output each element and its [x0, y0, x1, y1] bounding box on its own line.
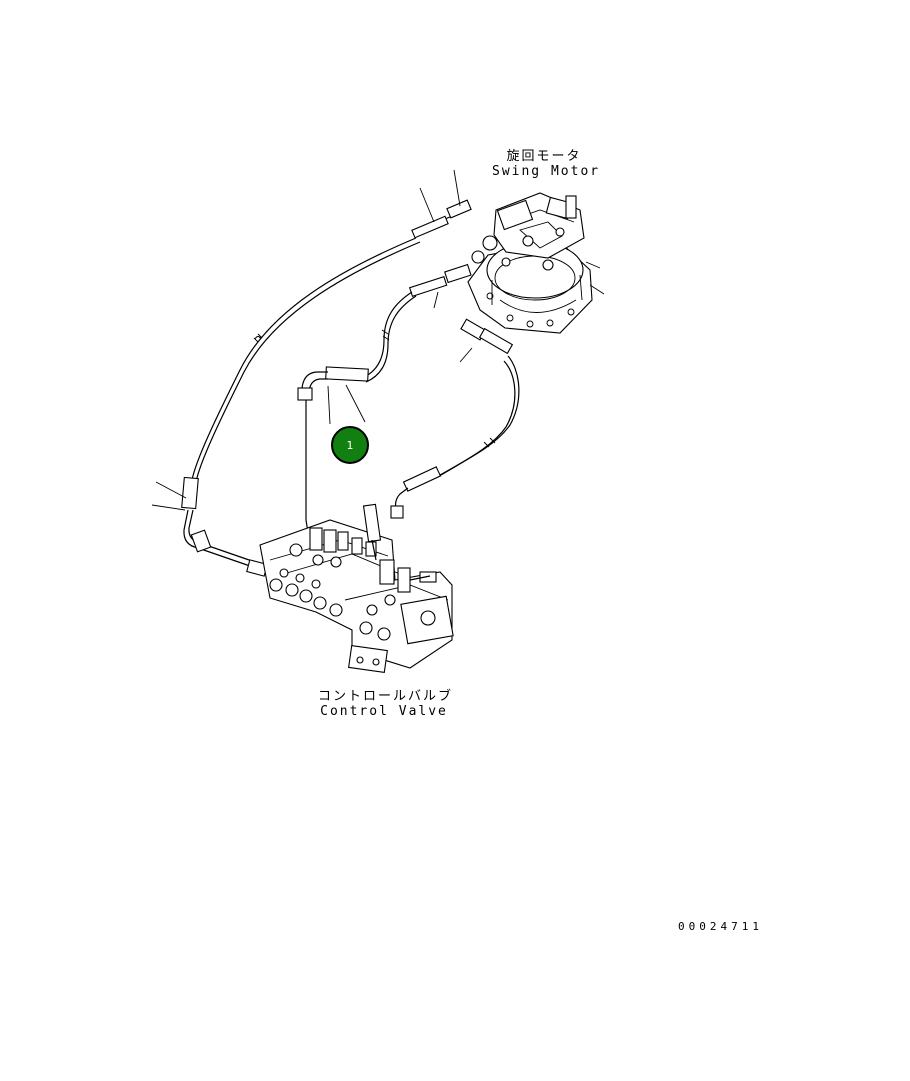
swing-motor-label-en: Swing Motor — [492, 163, 601, 179]
hose-b — [361, 263, 472, 383]
callout-number: 1 — [346, 438, 354, 452]
swing-motor — [467, 192, 605, 334]
swing-motor-label: 旋回モータ Swing Motor — [492, 149, 601, 180]
swing-motor-label-jp: 旋回モータ — [506, 149, 582, 164]
control-valve-label: コントロールバルブ Control Valve — [318, 689, 454, 720]
hose-a — [181, 199, 472, 577]
control-valve-label-jp: コントロールバルブ — [318, 689, 454, 704]
drawing-number: 00024711 — [678, 920, 763, 933]
control-valve — [259, 503, 454, 674]
leader-lines — [151, 169, 473, 511]
control-valve-label-en: Control Valve — [320, 703, 448, 719]
hose-c — [390, 318, 520, 519]
part-callout-1[interactable]: 1 — [331, 426, 369, 464]
